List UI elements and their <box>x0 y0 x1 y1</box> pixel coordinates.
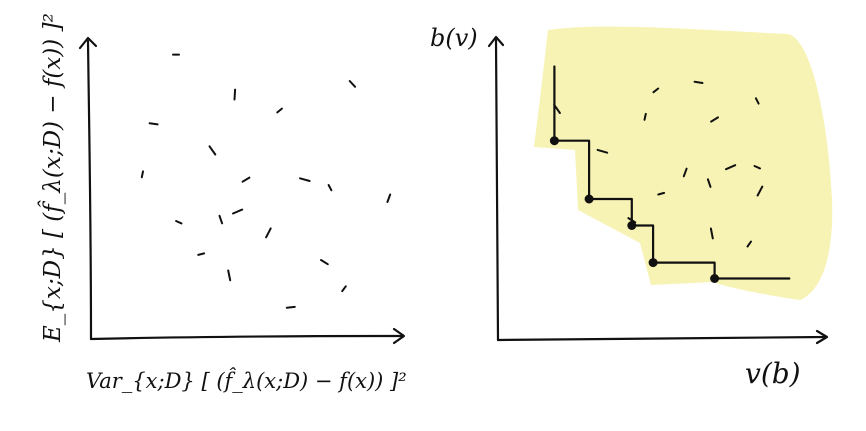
left-data-point <box>327 184 333 192</box>
left-data-point <box>276 107 283 114</box>
left-data-point <box>233 88 237 101</box>
left-data-point <box>241 176 251 183</box>
right-panel-pareto: b(v) v(b) <box>430 24 833 390</box>
left-y-axis <box>86 39 93 341</box>
pareto-dominated-region <box>534 26 833 301</box>
left-x-axis <box>89 334 404 341</box>
left-data-point <box>299 177 311 182</box>
right-x-axis-arrow <box>815 329 829 345</box>
left-data-point <box>175 220 183 225</box>
right-x-axis-label: v(b) <box>745 357 801 390</box>
pareto-front-point <box>710 274 720 283</box>
dominated-point <box>596 148 609 154</box>
dominated-point <box>657 191 666 196</box>
dominated-point <box>693 80 704 84</box>
left-panel-scatter: E_{x;D} [ (f̂_λ(x;D) − f(x)) ]² Var_{x;D… <box>39 13 407 393</box>
dominated-point <box>643 112 647 121</box>
dominated-point <box>627 217 637 224</box>
dominated-point <box>709 227 714 240</box>
dominated-point <box>753 165 761 170</box>
left-x-axis-label: Var_{x;D} [ (f̂_λ(x;D) − f(x)) ]² <box>86 368 407 393</box>
dominated-point <box>746 240 752 248</box>
left-data-point <box>265 227 272 239</box>
dominated-point <box>754 97 760 105</box>
left-data-point <box>197 252 206 256</box>
pareto-front-point <box>627 221 637 230</box>
right-y-axis-arrow <box>487 35 505 48</box>
left-data-point <box>232 208 244 215</box>
left-data-point <box>148 122 159 126</box>
right-y-axis <box>494 38 500 342</box>
dominated-point <box>553 103 561 114</box>
left-y-axis-arrow <box>78 36 98 50</box>
right-points-group <box>553 80 764 248</box>
left-data-point <box>208 145 217 156</box>
dominated-point <box>682 167 688 178</box>
left-data-point <box>227 269 232 282</box>
left-data-point <box>140 170 144 179</box>
left-data-point <box>285 305 296 309</box>
right-y-axis-label: b(v) <box>430 24 478 52</box>
left-data-point <box>320 259 329 266</box>
dominated-point <box>725 164 737 171</box>
left-y-axis-label: E_{x;D} [ (f̂_λ(x;D) − f(x)) ]² <box>39 13 66 343</box>
left-data-point <box>341 285 347 293</box>
left-data-point <box>348 80 357 88</box>
dominated-point <box>706 178 712 188</box>
left-x-axis-arrow <box>392 327 406 345</box>
left-data-point <box>218 214 224 225</box>
pareto-front-point <box>648 258 658 268</box>
pareto-front-point <box>584 194 594 204</box>
right-x-axis <box>496 335 827 342</box>
dominated-point <box>652 87 660 94</box>
pareto-front-point <box>549 136 559 146</box>
left-points-group <box>140 53 392 309</box>
pareto-front-points-group <box>549 136 720 283</box>
left-data-point <box>386 193 392 203</box>
dominated-point <box>756 185 764 197</box>
dominated-point <box>710 116 719 123</box>
